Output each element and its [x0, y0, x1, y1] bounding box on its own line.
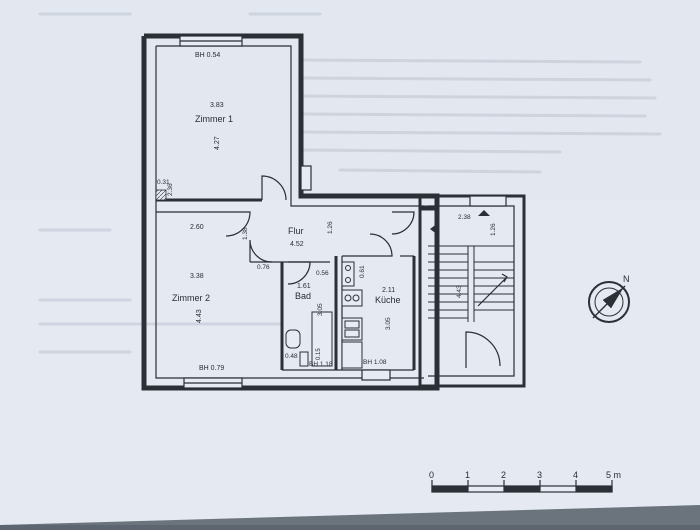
zimmer1-small1: 0.31 — [157, 179, 170, 186]
bad-width: 1.61 — [297, 283, 311, 290]
show-through-text — [38, 12, 662, 354]
chimney-hatch — [155, 189, 167, 201]
kitchen-fixtures — [341, 261, 363, 369]
kueche-name: Küche — [375, 295, 401, 305]
zimmer1-length: 4.27 — [214, 136, 221, 150]
paper-shade — [0, 0, 700, 200]
zimmer1-bh: BH 0.54 — [195, 52, 220, 59]
flur-corner: 0.76 — [257, 264, 270, 271]
bad-small: 0.48 — [285, 353, 298, 360]
scale-tick-0: 0 — [429, 470, 434, 480]
bad-bh: BH 1.18 — [309, 361, 333, 368]
zimmer2-width: 3.38 — [190, 273, 204, 280]
bad-length: 3.05 — [317, 303, 324, 316]
stair-arrow-icon — [430, 223, 438, 235]
stair-length: 4.43 — [456, 285, 463, 298]
flur-dim-left: 1.38 — [242, 227, 249, 240]
scale-tick-4: 4 — [573, 470, 578, 480]
stairs — [428, 245, 514, 322]
scale-tick-1: 1 — [465, 470, 470, 480]
bath-fixtures — [285, 311, 333, 367]
zimmer1-small2: 2.36 — [167, 183, 174, 196]
zimmer1-width: 3.83 — [210, 102, 224, 109]
flur-dim-right: 1.26 — [327, 221, 334, 234]
doors — [225, 175, 501, 368]
kueche-small: 0.61 — [359, 265, 366, 278]
bad-name: Bad — [295, 291, 311, 301]
kueche-length: 3.05 — [385, 317, 392, 330]
scale-bar — [431, 480, 613, 493]
zimmer2-bh: BH 0.79 — [199, 365, 224, 372]
stair-top: 2.38 — [458, 214, 471, 221]
bad-gap: 0.15 — [316, 348, 322, 360]
zimmer2-name: Zimmer 2 — [172, 293, 210, 303]
scale-tick-3: 3 — [537, 470, 542, 480]
flur-width: 4.52 — [290, 241, 304, 248]
zimmer2-width-top: 2.60 — [190, 224, 204, 231]
zimmer2-length: 4.43 — [196, 309, 203, 323]
stair-side: 1.26 — [490, 223, 497, 236]
windows — [179, 35, 507, 389]
north-label: N — [623, 274, 630, 284]
scale-tick-5: 5 m — [606, 470, 621, 480]
kueche-width: 2.11 — [382, 287, 395, 294]
zimmer1-name: Zimmer 1 — [195, 114, 233, 124]
flur-name: Flur — [288, 226, 304, 236]
compass-icon — [588, 281, 630, 323]
scale-tick-2: 2 — [501, 470, 506, 480]
stair-up-icon — [478, 210, 490, 216]
kueche-bh: BH 1.08 — [363, 359, 387, 366]
bad-top: 0.56 — [316, 270, 329, 277]
